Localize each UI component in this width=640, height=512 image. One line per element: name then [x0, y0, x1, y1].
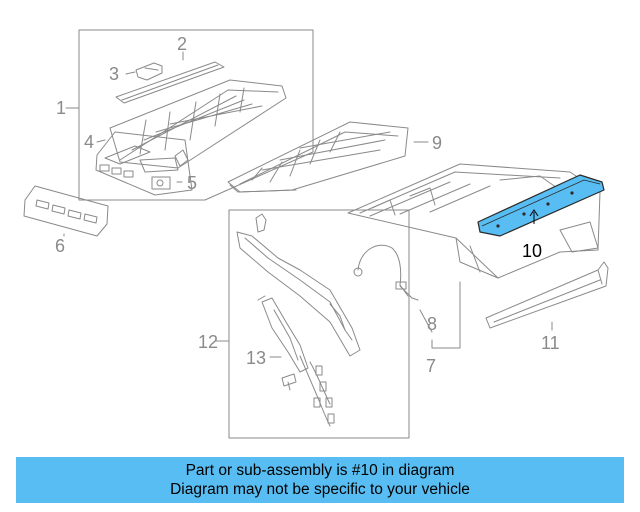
- banner-line-2: Diagram may not be specific to your vehi…: [170, 481, 470, 498]
- callout-13: 13: [246, 348, 266, 368]
- part-12-pillar: [236, 213, 361, 357]
- banner-line-1: Part or sub-assembly is #10 in diagram: [185, 462, 455, 479]
- group-12-box: [228, 209, 410, 439]
- part-8-cable: [353, 244, 419, 301]
- part-10-bracket: [477, 174, 605, 237]
- part-3-bracket: [135, 62, 163, 81]
- leader-lines: [63, 51, 553, 358]
- callout-8: 8: [427, 314, 437, 334]
- callout-1: 1: [56, 98, 66, 118]
- callout-11: 11: [541, 333, 560, 353]
- callout-7: 7: [426, 356, 436, 376]
- part-1-headliner: [109, 79, 287, 169]
- info-banner: Part or sub-assembly is #10 in diagram D…: [16, 457, 624, 503]
- part-4-console: [95, 131, 193, 196]
- part-11-trim: [485, 261, 609, 329]
- callout-12: 12: [198, 332, 218, 352]
- parts-diagram: 2 3 1 4 5 9 6 10 8 11 12 13 7: [23, 29, 609, 439]
- part-13-trim: [257, 295, 335, 427]
- callout-9: 9: [432, 133, 442, 153]
- part-9-headliner: [227, 121, 409, 193]
- callout-3: 3: [109, 64, 119, 84]
- group-1-box: [78, 29, 314, 201]
- callout-4: 4: [84, 132, 94, 152]
- part-5-light: [151, 149, 189, 190]
- callout-5: 5: [187, 173, 197, 193]
- callout-2: 2: [177, 34, 187, 54]
- part-7-roof: [347, 163, 601, 279]
- callout-6: 6: [55, 236, 65, 256]
- part-2-strip: [115, 61, 225, 104]
- part-6-panel: [23, 185, 109, 237]
- callout-10: 10: [522, 241, 542, 261]
